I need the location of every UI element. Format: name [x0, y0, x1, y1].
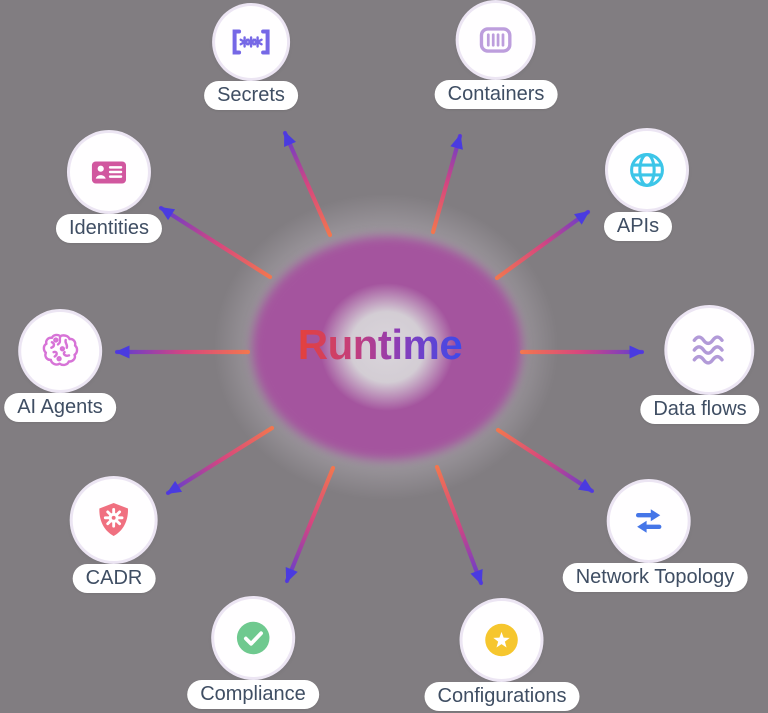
- node-apis: APIs: [603, 131, 686, 241]
- containers-label: Containers: [434, 80, 558, 109]
- node-containers: Containers: [434, 3, 558, 109]
- data-flows-node-circle: [667, 308, 751, 392]
- password-brackets-icon: [232, 29, 270, 55]
- cadr-node-circle: [72, 479, 155, 561]
- node-ai-agents: AI Agents: [4, 312, 116, 422]
- node-configurations: Configurations: [424, 601, 580, 711]
- node-compliance: Compliance: [187, 599, 319, 709]
- containers-node-circle: [459, 3, 533, 77]
- node-data-flows: Data flows: [640, 308, 768, 424]
- center-runtime-label: Runtime: [297, 321, 463, 368]
- node-cadr: CADR: [72, 479, 156, 593]
- secrets-node-circle: [215, 6, 287, 78]
- id-card-icon: [91, 161, 127, 184]
- data-flows-label: Data flows: [640, 395, 760, 424]
- check-circle-icon: [236, 621, 270, 655]
- configurations-label: Configurations: [424, 682, 580, 711]
- center-core: [320, 283, 454, 411]
- waves-icon: [692, 335, 724, 365]
- network-topology-label: Network Topology: [562, 563, 748, 592]
- brain-circuit-icon: [42, 333, 79, 367]
- configurations-node-circle: [463, 601, 541, 679]
- globe-icon: [630, 153, 664, 187]
- compliance-node-circle: [213, 599, 292, 677]
- container-icon: [480, 27, 512, 53]
- star-circle-icon: [485, 623, 519, 657]
- node-network-topology: Network Topology: [557, 482, 748, 592]
- ai-agents-node-circle: [21, 312, 99, 390]
- cadr-label: CADR: [72, 564, 156, 593]
- network-topology-node-circle: [609, 482, 688, 560]
- node-secrets: Secrets: [204, 6, 298, 110]
- node-identities: Identities: [55, 133, 163, 243]
- identities-node-circle: [70, 133, 148, 211]
- compliance-label: Compliance: [187, 680, 319, 709]
- identities-label: Identities: [55, 214, 163, 243]
- apis-label: APIs: [603, 212, 673, 241]
- secrets-label: Secrets: [204, 81, 298, 110]
- swap-arrows-icon: [636, 509, 662, 533]
- apis-node-circle: [608, 131, 686, 209]
- ai-agents-label: AI Agents: [4, 393, 116, 422]
- shield-gear-icon: [99, 502, 129, 536]
